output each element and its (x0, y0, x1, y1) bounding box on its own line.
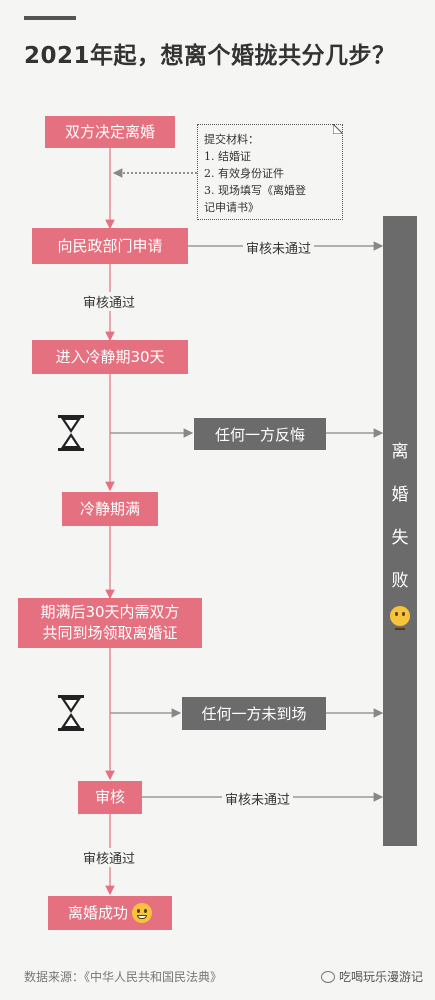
fail-char-2: 婚 (391, 484, 409, 505)
review-fail-label-2: 审核未通过 (222, 789, 294, 808)
step-review-label: 审核 (94, 788, 125, 806)
note-title: 提交材料： (204, 133, 259, 146)
fail-char-4: 败 (391, 570, 409, 591)
hourglass-icon-2 (58, 695, 84, 731)
wechat-icon (320, 970, 335, 983)
step-review: 审核 (78, 781, 142, 814)
step-success: 离婚成功 (48, 896, 172, 930)
brand-watermark: 吃喝玩乐漫游记 (320, 968, 423, 985)
step-decide-label: 双方决定离婚 (64, 122, 155, 141)
divorce-failed-bar: 离 婚 失 败 (383, 216, 417, 846)
step-apply: 向民政部门申请 (32, 228, 188, 264)
step-success-label: 离婚成功 (67, 903, 128, 922)
note-fold-corner (333, 124, 343, 134)
note-item-1: 1. 结婚证 (204, 150, 251, 163)
note-item-3b: 记申请书》 (204, 201, 259, 214)
fail-char-1: 离 (391, 441, 409, 462)
step-apply-label: 向民政部门申请 (57, 236, 163, 255)
fail-char-3: 失 (391, 527, 409, 548)
step-within-30: 期满后30天内需双方 共同到场领取离婚证 (18, 598, 202, 648)
review-pass-label-1: 审核通过 (80, 292, 139, 311)
step-decide: 双方决定离婚 (45, 116, 175, 148)
absent-box: 任何一方未到场 (182, 697, 326, 730)
grin-emoji-icon (132, 903, 152, 923)
step-cooling-end: 冷静期满 (62, 492, 158, 526)
step-cooling-end-label: 冷静期满 (79, 499, 140, 518)
step-within-30-line1: 期满后30天内需双方 (40, 603, 180, 621)
step-cooling-label: 进入冷静期30天 (55, 347, 165, 366)
hourglass-icon-1 (58, 415, 84, 451)
brand-name: 吃喝玩乐漫游记 (338, 970, 423, 984)
note-item-2: 2. 有效身份证件 (204, 167, 284, 180)
review-pass-label-2: 审核通过 (80, 848, 139, 867)
step-cooling: 进入冷静期30天 (32, 340, 188, 374)
materials-note: 提交材料： 1. 结婚证 2. 有效身份证件 3. 现场填写《离婚登 记申请书》 (197, 124, 343, 220)
review-fail-label-1: 审核未通过 (243, 238, 315, 257)
absent-label: 任何一方未到场 (201, 705, 307, 723)
step-within-30-line2: 共同到场领取离婚证 (42, 624, 178, 642)
page-title: 2021年起，想离个婚拢共分几步？ (24, 43, 396, 69)
data-source: 数据来源：《中华人民共和国民法典》 (24, 970, 223, 984)
dizzy-emoji-icon (390, 605, 410, 630)
note-item-3a: 3. 现场填写《离婚登 (204, 184, 306, 197)
title-accent-bar (24, 16, 76, 20)
regret-label: 任何一方反悔 (214, 425, 305, 444)
regret-box: 任何一方反悔 (194, 418, 326, 450)
